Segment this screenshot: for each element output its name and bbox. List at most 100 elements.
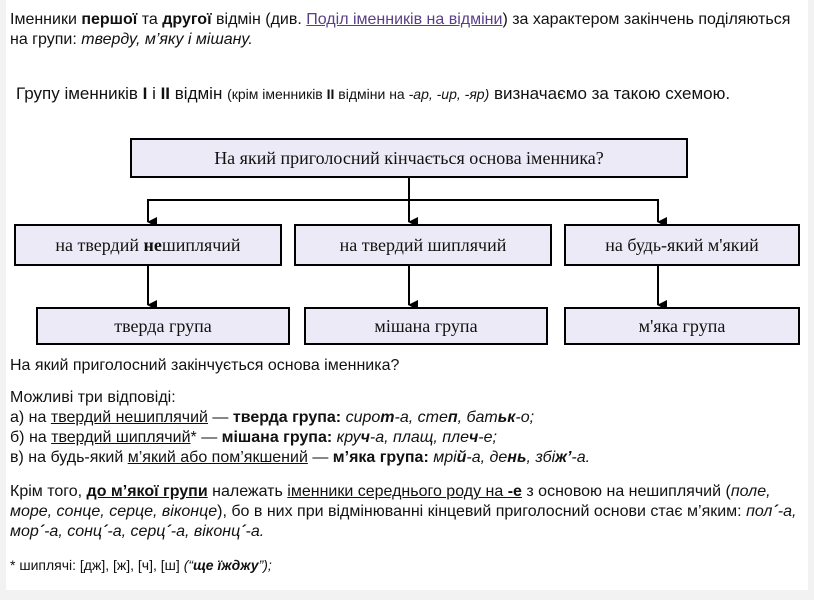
answer-c: в) на будь-який м’який або пом’якшений —…: [10, 448, 806, 468]
text: Крім того,: [10, 483, 87, 500]
text: б) на: [10, 429, 52, 446]
examples: мрій-а, день, збіж’-а.: [433, 449, 590, 466]
text: відмін: [170, 84, 228, 103]
case-hard-sibilant-box: на твердий шиплячий: [294, 224, 552, 266]
case-2-text: на твердий шиплячий: [339, 234, 507, 255]
text: сиро: [345, 409, 381, 426]
text: в) на будь-який: [10, 449, 128, 466]
diagram-question-text: На який приголосний кінчається основа ім…: [214, 147, 604, 168]
underlined-text: іменники середнього роду на -е: [287, 483, 522, 500]
bold-text: й: [456, 449, 467, 466]
text: -а.: [571, 449, 591, 466]
bold-text: першої: [81, 11, 138, 28]
scheme-heading: Групу іменників I і II відмін (крім імен…: [16, 84, 806, 104]
case-soft-box: на будь-який м'який: [564, 224, 800, 266]
text: на твердий: [55, 234, 144, 255]
bold-text: ˊ: [102, 523, 108, 540]
bold-text: ьк: [497, 409, 516, 426]
text: кру: [336, 429, 361, 446]
scheme-note: (крім іменників II відміни на -ар, -ир, …: [227, 86, 489, 102]
text: -е;: [478, 429, 497, 446]
result-2-text: мішана група: [374, 315, 478, 336]
text: мрі: [433, 449, 457, 466]
diagram-question-box: На який приголосний кінчається основа ім…: [130, 138, 688, 178]
answers-intro: Можливі три відповіді:: [10, 389, 176, 406]
bold-text: не: [143, 234, 162, 255]
group-name: м’яка група:: [332, 449, 429, 466]
answer-a: а) на твердий нешиплячий — тверда група:…: [10, 408, 806, 428]
result-hard-group-box: тверда група: [36, 307, 290, 345]
text: ) за характером закінчень поділяються на…: [10, 11, 791, 48]
bold-text: ж’: [555, 449, 572, 466]
text: Групу іменників: [16, 84, 143, 103]
result-mixed-group-box: мішана група: [304, 307, 548, 345]
text: належать: [207, 483, 288, 500]
text: * —: [190, 429, 222, 446]
underlined-text: твердий нешиплячий: [50, 409, 208, 426]
bold-text: II: [326, 86, 335, 102]
case-hard-non-sibilant-box: на твердий нешиплячий: [14, 224, 282, 266]
underlined-text: м’який або пом’якшений: [127, 449, 308, 466]
bold-underlined-text: до м’якої групи: [86, 483, 208, 500]
text: Іменники: [10, 11, 82, 28]
bold-text: п: [447, 409, 458, 426]
answers-block: Можливі три відповіді: а) на твердий неш…: [10, 388, 806, 468]
text: , бат: [457, 409, 498, 426]
text: з основою на нешиплячий (: [521, 483, 731, 500]
case-1-text: на твердий нешиплячий: [55, 235, 240, 256]
question-text: На який приголосний закінчується основа …: [10, 357, 400, 374]
group-name: тверда група:: [232, 409, 342, 426]
result-1-text: тверда група: [114, 315, 212, 336]
text: (крім іменників: [227, 86, 327, 102]
text: відмін (див.: [211, 11, 307, 28]
text: а) на: [10, 409, 51, 426]
text: , збі: [526, 449, 556, 466]
italic-text: поле, море, сонце, серце, віконце: [10, 483, 771, 520]
result-soft-group-box: м'яка група: [564, 307, 800, 345]
bold-text: ч: [468, 429, 479, 446]
text: —: [207, 409, 233, 426]
bold-text: т: [380, 409, 395, 426]
text: * шиплячі: [дж], [ж], [ч], [ш]: [10, 557, 184, 573]
bold-text: -е: [507, 483, 522, 500]
text: -а, віконц: [170, 523, 241, 540]
text: та: [137, 11, 163, 28]
bold-text: I: [142, 84, 148, 103]
text: визначаємо за такою схемою.: [489, 84, 731, 103]
italic-text: -ар, -ир, -яр): [408, 86, 490, 102]
underlined-text: твердий шиплячий: [51, 429, 191, 446]
bold-text: ˊ: [38, 523, 45, 540]
text: ), бо в них при відмінюванні кінцевий пр…: [217, 503, 747, 520]
text: шиплячий: [161, 234, 241, 255]
text: ”);: [258, 557, 272, 573]
bold-text: нь: [507, 449, 527, 466]
intro-paragraph: Іменники першої та другої відмін (див. П…: [10, 10, 802, 50]
bold-text: ˊ: [772, 503, 778, 520]
answer-b: б) на твердий шиплячий* — мішана група: …: [10, 428, 806, 448]
soft-examples: полˊ-а, морˊ-а, сонцˊ-а, серцˊ-а, віконц…: [10, 503, 796, 540]
text: -а, мор: [10, 503, 797, 540]
bold-text: ˊ: [240, 523, 246, 540]
bold-text: другої: [162, 11, 212, 28]
text: відміни на: [334, 86, 409, 102]
text: -а, сонц: [44, 523, 103, 540]
footnote: * шиплячі: [дж], [ж], [ч], [ш] (“ще їждж…: [10, 556, 272, 574]
text: -а.: [245, 523, 265, 540]
text: і: [147, 84, 161, 103]
extra-paragraph: Крім того, до м’якої групи належать імен…: [10, 482, 802, 542]
declension-link[interactable]: Поділ іменників на відміни: [306, 11, 503, 28]
case-3-text: на будь-який м'який: [605, 234, 759, 255]
text: пол: [746, 503, 773, 520]
text: -а, сте: [394, 409, 448, 426]
bold-text: ˊ: [165, 523, 171, 540]
group-name: мішана група:: [221, 429, 333, 446]
text: іменники середнього роду на: [287, 483, 508, 500]
diagram-connectors: [147, 178, 667, 310]
bold-italic-text: ще їжджу: [193, 557, 259, 573]
examples: круч-а, плащ, плеч-е;: [337, 429, 497, 446]
text: -а, серц: [107, 523, 166, 540]
text: (“: [183, 557, 194, 573]
text: —: [307, 449, 333, 466]
result-3-text: м'яка група: [638, 315, 726, 336]
